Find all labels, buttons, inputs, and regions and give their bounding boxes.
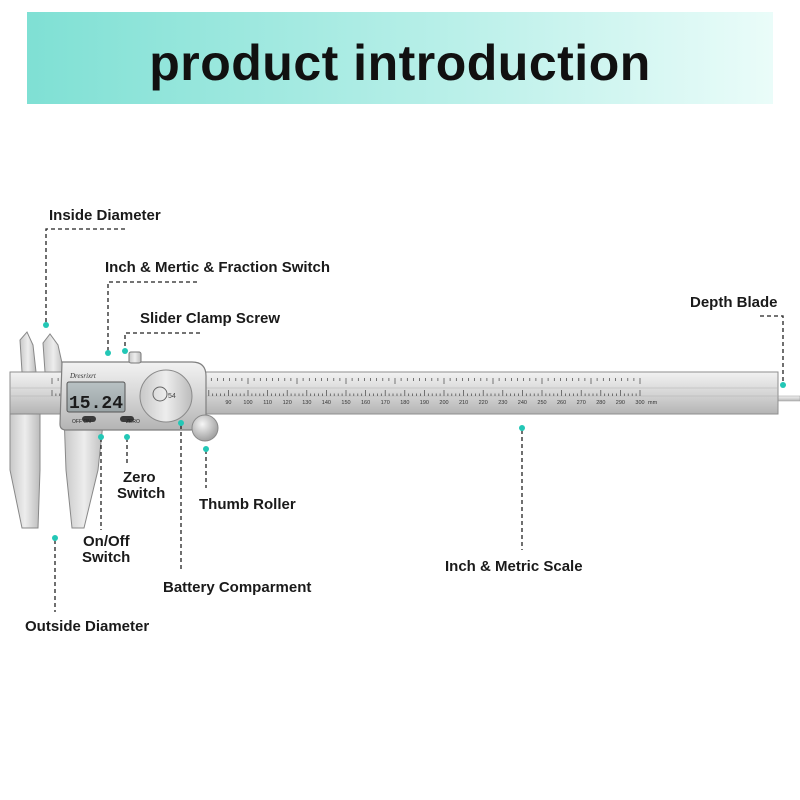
label-inch-metric-scale: Inch & Metric Scale [445, 558, 583, 575]
svg-text:54: 54 [168, 393, 176, 400]
label-on-off-switch-line1: On/Off [83, 533, 131, 550]
label-inch-metric-fraction-switch: Inch & Mertic & Fraction Switch [105, 259, 330, 276]
scale-number: 220 [479, 400, 488, 406]
scale-number: 190 [420, 400, 429, 406]
scale-number: 130 [302, 400, 311, 406]
label-thumb-roller: Thumb Roller [199, 496, 296, 513]
slider-clamp-screw [128, 351, 142, 364]
moving-outside-jaw [63, 413, 105, 529]
zero-button-label: ZERO [126, 419, 140, 425]
scale-number: 270 [577, 400, 586, 406]
label-slider-clamp-screw: Slider Clamp Screw [140, 310, 280, 327]
moving-inside-jaw [42, 333, 65, 373]
label-depth-blade: Depth Blade [690, 294, 778, 311]
title-banner: product introduction [27, 12, 773, 104]
scale-number: 120 [283, 400, 292, 406]
scale-number: 150 [341, 400, 350, 406]
scale-number: 260 [557, 400, 566, 406]
scale-number: 240 [518, 400, 527, 406]
scale-number: 250 [537, 400, 546, 406]
label-zero-switch-line1: Zero [123, 469, 156, 486]
scale-number: 110 [263, 400, 272, 406]
scale-unit: mm [648, 400, 658, 406]
scale-number: 170 [381, 400, 390, 406]
lcd-reading: 15.24 [69, 394, 123, 414]
page-title: product introduction [149, 35, 651, 91]
on-off-button[interactable] [82, 416, 96, 422]
fixed-outside-jaw [9, 413, 41, 529]
scale-number: 280 [596, 400, 605, 406]
scale-number: 180 [400, 400, 409, 406]
on-off-button-label: OFF ON [72, 419, 91, 425]
scale-number: 230 [498, 400, 507, 406]
label-inside-diameter: Inside Diameter [49, 207, 161, 224]
scale-number: 300 [635, 400, 644, 406]
scale-number: 210 [459, 400, 468, 406]
scale-number: 140 [322, 400, 331, 406]
scale-number: 160 [361, 400, 370, 406]
label-outside-diameter: Outside Diameter [25, 618, 149, 635]
fixed-inside-jaw [19, 331, 37, 373]
thumb-roller[interactable] [191, 414, 219, 442]
scale-numbers: 90 100 110 120 130 140 150 160 170 180 190 200 210 22… [225, 400, 644, 406]
brand-label: Dresrixrt [69, 372, 97, 380]
scale-number: 290 [616, 400, 625, 406]
label-zero-switch-line2: Switch [117, 485, 165, 502]
scale-number: 90 [225, 400, 231, 406]
zero-button[interactable] [120, 416, 134, 422]
scale-number: 100 [243, 400, 252, 406]
label-battery-compartment: Battery Comparment [163, 579, 311, 596]
depth-blade [776, 395, 800, 402]
battery-cover [139, 369, 193, 423]
scale-number: 200 [439, 400, 448, 406]
label-on-off-switch-line2: Switch [82, 549, 130, 566]
lcd-screen [66, 381, 126, 413]
